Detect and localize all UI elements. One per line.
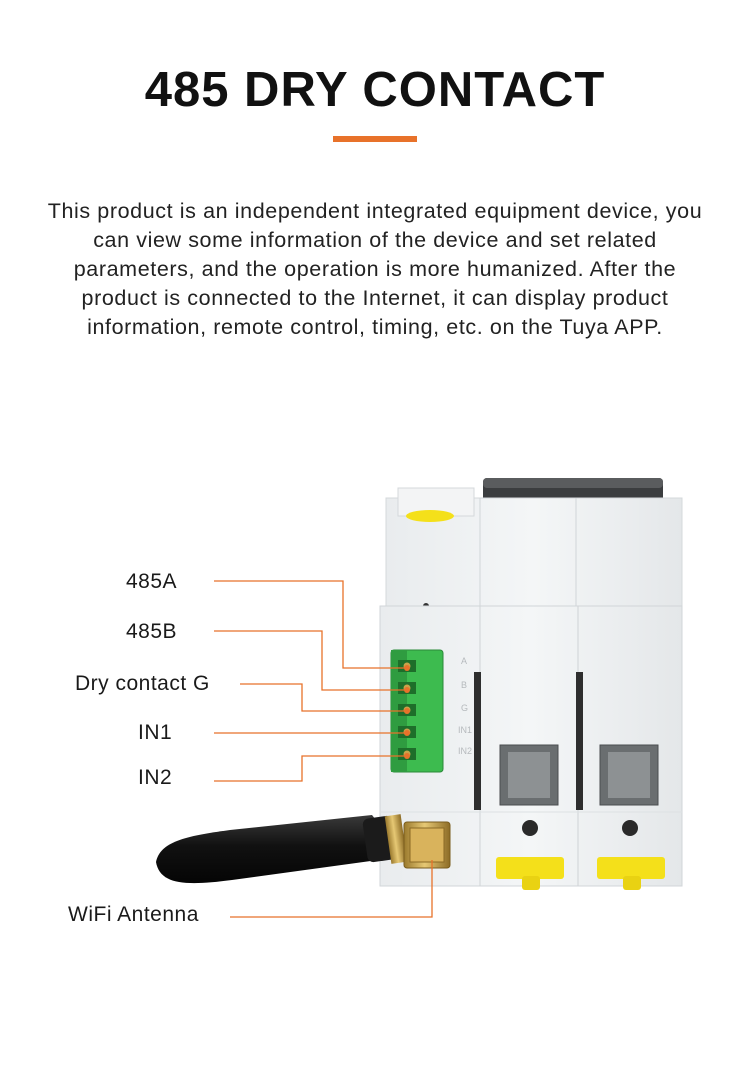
terminal-mark-g: G bbox=[461, 703, 468, 713]
callout-dry-contact-g: Dry contact G bbox=[75, 672, 210, 695]
yellow-handle-left bbox=[496, 857, 564, 890]
leader-dot-in1 bbox=[404, 730, 410, 736]
terminal-mark-b: B bbox=[461, 680, 467, 690]
wifi-antenna bbox=[156, 814, 451, 884]
leader-dot-485b bbox=[404, 687, 410, 693]
terminal-mark-in1: IN1 bbox=[458, 725, 472, 735]
callout-wifi-antenna: WiFi Antenna bbox=[68, 903, 199, 926]
terminal-mark-a: A bbox=[461, 656, 467, 666]
upper-housing bbox=[385, 487, 683, 609]
callout-485a: 485A bbox=[126, 570, 178, 593]
callout-in2: IN2 bbox=[138, 766, 173, 789]
page-title: 485 DRY CONTACT bbox=[144, 63, 606, 117]
title-accent-bar bbox=[333, 136, 417, 142]
leader-dot-in2 bbox=[404, 753, 410, 759]
yellow-handle-right bbox=[597, 857, 665, 890]
leader-line-485a bbox=[214, 580, 407, 669]
callout-485b: 485B bbox=[126, 620, 178, 643]
breaker-window-right bbox=[599, 744, 659, 836]
leader-line-485b bbox=[214, 630, 407, 691]
terminal-block bbox=[390, 649, 444, 773]
product-description: This product is an independent integrate… bbox=[47, 199, 703, 339]
leader-dot-dry-g bbox=[404, 708, 410, 714]
leader-line-in2 bbox=[214, 755, 407, 782]
leader-line-antenna bbox=[230, 860, 433, 918]
callout-in1: IN1 bbox=[138, 721, 173, 744]
terminal-mark-in2: IN2 bbox=[458, 746, 472, 756]
leader-line-dry-g bbox=[240, 683, 407, 712]
leader-dot-485a bbox=[404, 665, 410, 671]
breaker-window-left bbox=[499, 744, 559, 836]
